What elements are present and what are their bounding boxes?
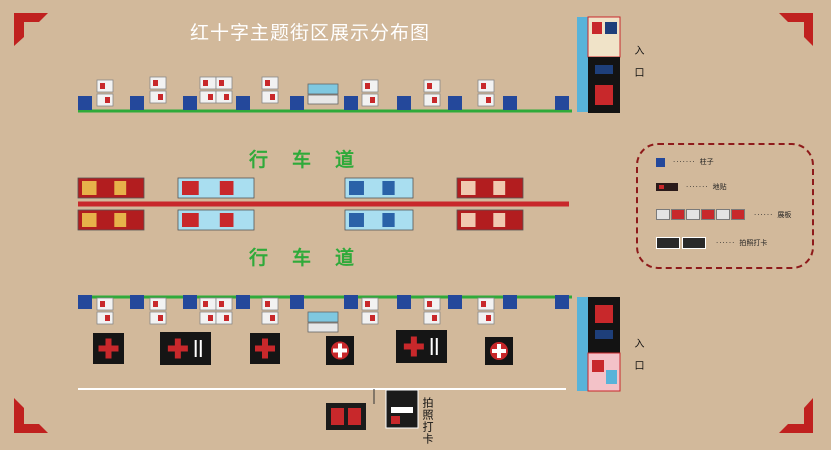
banner-display (361, 79, 379, 107)
banner-display (149, 297, 167, 325)
pillar (236, 295, 250, 309)
median-board-blue (177, 177, 255, 199)
median-board-red (77, 177, 145, 199)
pillar (448, 295, 462, 309)
pillar (290, 96, 304, 110)
road-label-top: 行车道 (249, 149, 379, 171)
wide-banner (307, 83, 339, 105)
pillar (555, 295, 569, 309)
ground-sticker (160, 332, 211, 365)
median-board-blue (344, 177, 414, 199)
legend-pillar-label: 柱子 (699, 158, 714, 166)
pillar (290, 295, 304, 309)
pillar (78, 96, 92, 110)
wide-banner (307, 311, 339, 333)
photo-checkin-boards (326, 389, 419, 430)
pillar (397, 96, 411, 110)
legend-ground: ······· 地贴 (656, 182, 727, 192)
median-board-blue (177, 209, 255, 231)
photo-swatch (656, 237, 708, 249)
road-label-bottom: 行车道 (249, 247, 379, 269)
legend-ground-label: 地贴 (712, 183, 727, 191)
pillar (183, 96, 197, 110)
pillar (344, 96, 358, 110)
photo-checkin-label: 拍照打卡 (421, 397, 434, 445)
banners-bottom (96, 297, 495, 333)
pillar (344, 295, 358, 309)
banner-display (215, 76, 233, 104)
corner-brackets (14, 13, 813, 433)
pillars-bottom (78, 295, 569, 309)
entrance-label-bottom: 入口 (632, 338, 643, 382)
banner-display (477, 79, 495, 107)
median-board-blue (344, 209, 414, 231)
pillar (555, 96, 569, 110)
banner-display (96, 297, 114, 325)
legend: ······· 柱子 ······· 地贴 ······ 展板 ······ 拍… (636, 143, 814, 269)
entrance-bottom-board (577, 297, 621, 392)
page-title: 红十字主题街区展示分布图 (190, 22, 431, 44)
banner-display (361, 297, 379, 325)
banner-display (149, 76, 167, 104)
pillar (183, 295, 197, 309)
median-board-red (456, 209, 524, 231)
pillars-top (78, 96, 569, 110)
banner-display (96, 79, 114, 107)
pillar (130, 96, 144, 110)
ground-sticker (326, 336, 354, 365)
ground-sticker (485, 337, 513, 365)
banner-display (261, 76, 279, 104)
pillar (130, 295, 144, 309)
ground-swatch (656, 183, 678, 191)
pillar (78, 295, 92, 309)
legend-photo: ······ 拍照打卡 (656, 237, 767, 249)
median-board-red (77, 209, 145, 231)
banner-display (261, 297, 279, 325)
ground-sticker (396, 330, 447, 363)
legend-photo-label: 拍照打卡 (739, 239, 768, 247)
pillar (397, 295, 411, 309)
banner-swatch (656, 209, 746, 220)
median-board-red (456, 177, 524, 199)
pillar (503, 295, 517, 309)
legend-banner-label: 展板 (777, 210, 792, 219)
entrance-label-top: 入口 (632, 45, 643, 89)
banner-display (477, 297, 495, 325)
banner-display (423, 297, 441, 325)
ground-sticker (93, 333, 124, 364)
pillar-swatch (656, 157, 665, 167)
median-boards (77, 177, 524, 231)
ground-stickers (93, 330, 513, 365)
pillar (503, 96, 517, 110)
banner-display (199, 76, 217, 104)
legend-banner: ······ 展板 (656, 209, 791, 220)
pillar (236, 96, 250, 110)
banner-display (215, 297, 233, 325)
ground-sticker (250, 333, 280, 364)
legend-pillar: ······· 柱子 (656, 157, 714, 167)
banners-top (96, 76, 495, 107)
banner-display (199, 297, 217, 325)
entrance-top-board (577, 16, 621, 113)
banner-display (423, 79, 441, 107)
pillar (448, 96, 462, 110)
